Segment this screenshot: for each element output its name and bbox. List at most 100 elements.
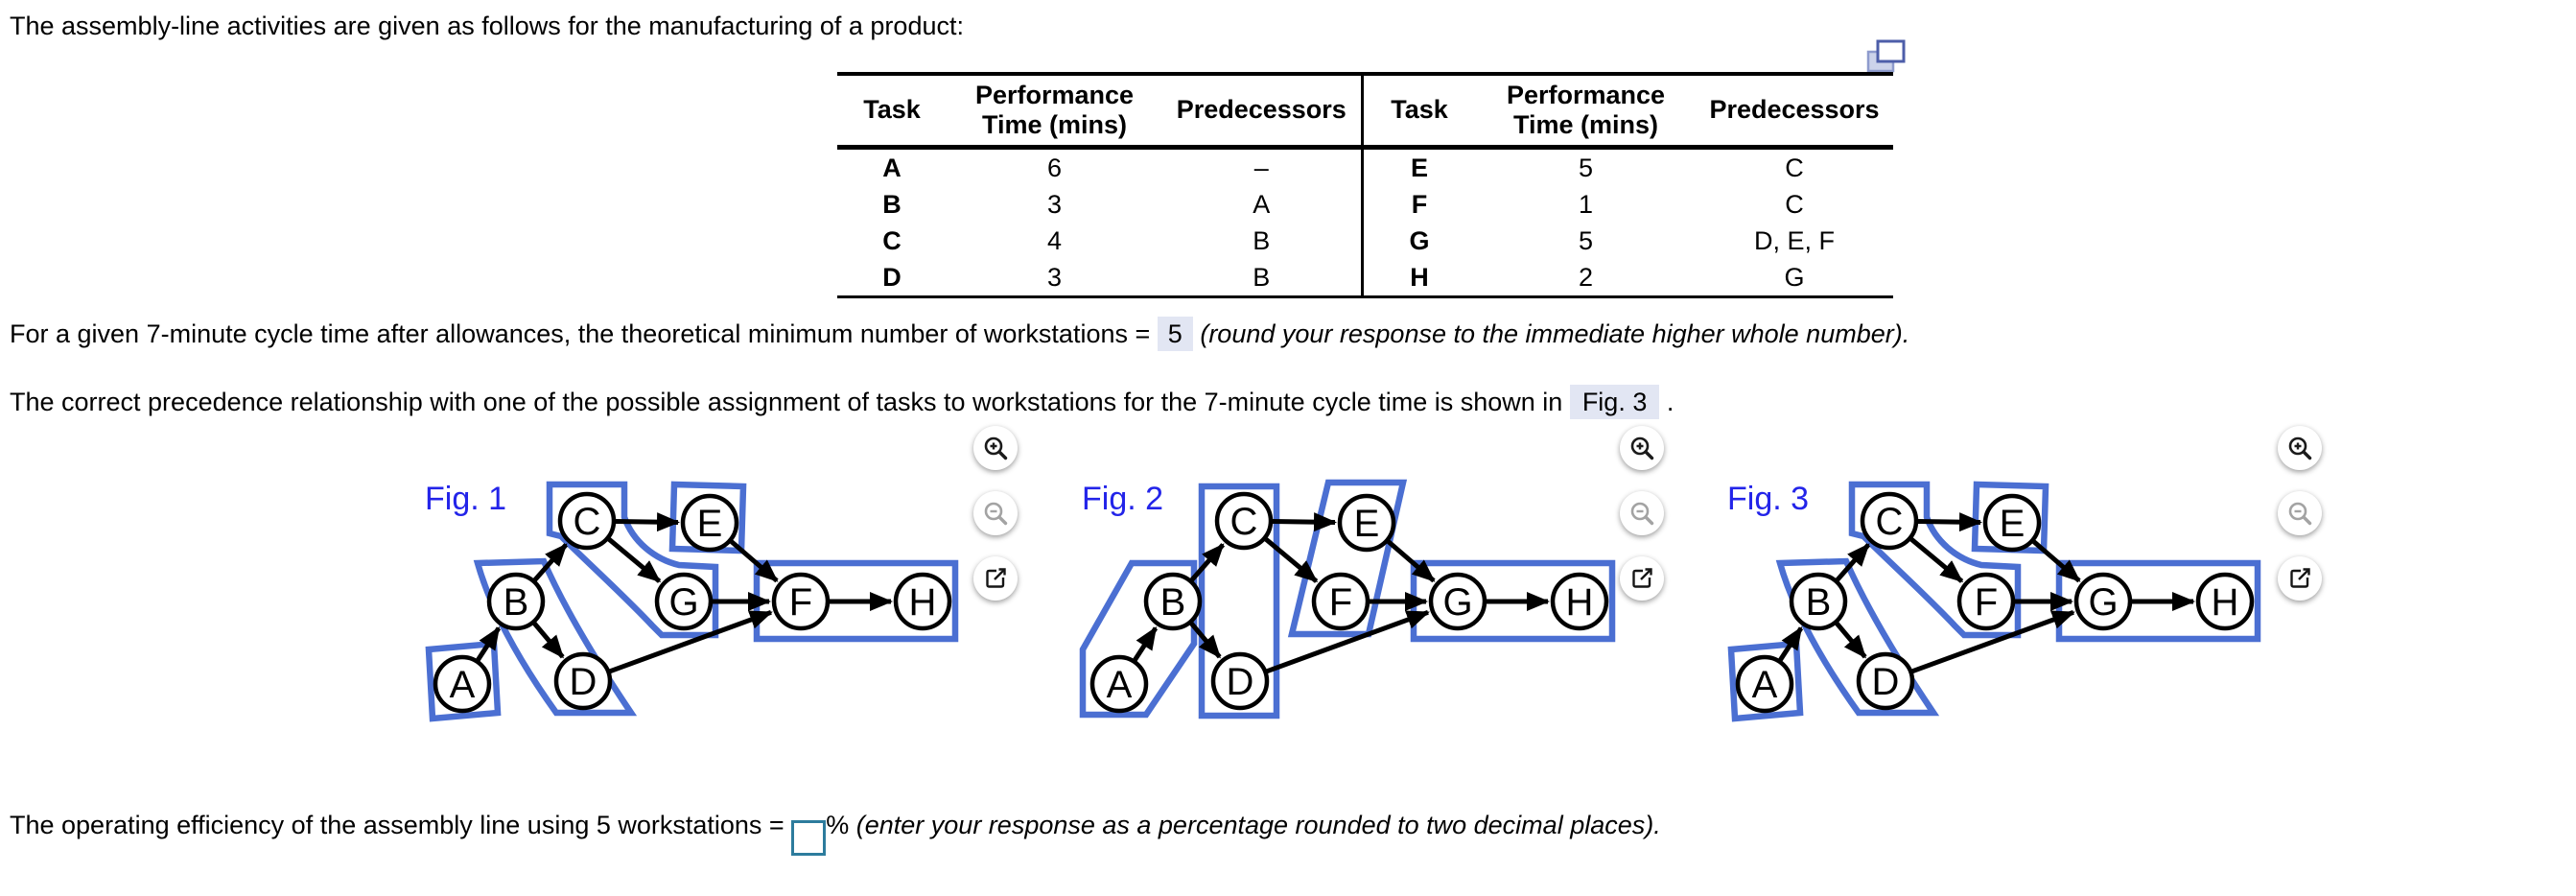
task-node-label: C bbox=[1876, 501, 1904, 543]
task-node bbox=[893, 572, 952, 631]
precedence-arrow bbox=[1778, 626, 1804, 662]
zoom-in-icon bbox=[1630, 436, 1654, 460]
min-workstations-note: (round your response to the immediate hi… bbox=[1200, 319, 1910, 348]
task-node-label: B bbox=[503, 581, 529, 624]
task-node-label: G bbox=[2088, 581, 2118, 624]
efficiency-input[interactable] bbox=[791, 820, 827, 856]
workstation-box bbox=[425, 640, 502, 722]
col-header-performance-time: Performance Time (mins) bbox=[1475, 76, 1697, 150]
intro-text: The assembly-line activities are given a… bbox=[10, 12, 964, 40]
task-node bbox=[1860, 491, 1919, 551]
task-node bbox=[680, 493, 739, 553]
task-node bbox=[654, 572, 714, 631]
task-node bbox=[1214, 491, 1274, 551]
task-node bbox=[1956, 572, 2016, 631]
time-cell: 6 bbox=[1046, 153, 1063, 182]
figure-choice-answer[interactable]: Fig. 3 bbox=[1569, 385, 1660, 419]
task-node bbox=[1789, 572, 1848, 631]
task-node-label: A bbox=[450, 664, 476, 706]
task-node-label: B bbox=[1806, 581, 1832, 624]
task-node bbox=[1210, 651, 1270, 711]
zoom-in-button[interactable] bbox=[973, 426, 1018, 470]
table-row: B 3 A bbox=[837, 186, 1362, 223]
figure-3-label: Fig. 3 bbox=[1727, 481, 1810, 517]
zoom-in-button[interactable] bbox=[1620, 426, 1664, 470]
task-node-label: H bbox=[909, 581, 937, 624]
task-node bbox=[1311, 572, 1370, 631]
external-link-icon bbox=[2290, 568, 2310, 588]
zoom-in-icon bbox=[2288, 436, 2312, 460]
precedence-arrow bbox=[532, 622, 565, 659]
time-cell: 4 bbox=[1046, 225, 1063, 255]
precedence-arrow bbox=[607, 537, 662, 583]
time-cell: 3 bbox=[1046, 262, 1063, 292]
task-node-label: H bbox=[1566, 581, 1594, 624]
figure-choice-period: . bbox=[1666, 388, 1674, 416]
zoom-out-icon bbox=[984, 502, 1008, 526]
task-node bbox=[2073, 572, 2133, 631]
task-node-label: G bbox=[1442, 581, 1472, 624]
time-cell: 3 bbox=[1046, 189, 1063, 219]
predecessors-cell: A bbox=[1253, 189, 1271, 219]
min-workstations-answer[interactable]: 5 bbox=[1157, 317, 1193, 351]
precedence-arrow bbox=[1266, 609, 1430, 674]
task-node bbox=[1856, 651, 1915, 711]
time-cell: 1 bbox=[1578, 189, 1594, 219]
open-new-window-button[interactable] bbox=[1620, 556, 1664, 601]
workstation-box bbox=[546, 481, 719, 639]
task-node bbox=[553, 651, 613, 711]
task-node bbox=[1143, 572, 1203, 631]
figure-1-label: Fig. 1 bbox=[425, 481, 507, 517]
external-link-icon bbox=[986, 568, 1006, 588]
task-node-label: B bbox=[1160, 581, 1186, 624]
task-table-left: Task Performance Time (mins) Predecessor… bbox=[837, 76, 1364, 295]
task-node-label: D bbox=[1872, 661, 1900, 703]
task-node-label: E bbox=[697, 503, 723, 545]
zoom-out-button[interactable] bbox=[2278, 491, 2322, 535]
task-node-label: F bbox=[789, 581, 812, 624]
copy-icon[interactable] bbox=[1864, 38, 1909, 80]
workstation-box bbox=[1079, 559, 1198, 719]
col-header-predecessors: Predecessors bbox=[1162, 76, 1362, 150]
task-cell: H bbox=[1410, 262, 1429, 292]
task-cell: B bbox=[882, 189, 902, 219]
precedence-arrow bbox=[1911, 609, 2075, 674]
predecessors-cell: – bbox=[1253, 153, 1269, 182]
task-node-label: G bbox=[668, 581, 698, 624]
precedence-arrow bbox=[1264, 537, 1319, 583]
zoom-out-icon bbox=[1630, 502, 1654, 526]
task-node-label: A bbox=[1107, 664, 1133, 706]
task-node-label: D bbox=[570, 661, 597, 703]
col-header-predecessors: Predecessors bbox=[1696, 76, 1893, 150]
efficiency-line: The operating efficiency of the assembly… bbox=[10, 811, 1661, 856]
precedence-arrow bbox=[1835, 543, 1871, 582]
figure-2-tools bbox=[1620, 426, 1664, 622]
open-new-window-button[interactable] bbox=[2278, 556, 2322, 601]
zoom-out-button[interactable] bbox=[1620, 491, 1664, 535]
precedence-arrow bbox=[2032, 539, 2081, 583]
precedence-arrow bbox=[1189, 622, 1222, 659]
task-node-label: C bbox=[574, 501, 601, 543]
efficiency-text: The operating efficiency of the assembly… bbox=[10, 811, 785, 839]
external-link-icon bbox=[1632, 568, 1652, 588]
precedence-arrow bbox=[730, 539, 779, 583]
precedence-arrow bbox=[532, 543, 569, 582]
predecessors-cell: B bbox=[1253, 225, 1271, 255]
precedence-arrow bbox=[1917, 512, 1982, 532]
task-cell: F bbox=[1411, 189, 1428, 219]
task-node-label: F bbox=[1329, 581, 1352, 624]
task-node bbox=[771, 572, 831, 631]
task-node bbox=[1089, 654, 1149, 714]
zoom-out-button[interactable] bbox=[973, 491, 1018, 535]
zoom-in-button[interactable] bbox=[2278, 426, 2322, 470]
task-node-label: A bbox=[1752, 664, 1778, 706]
open-new-window-button[interactable] bbox=[973, 556, 1018, 601]
precedence-arrow bbox=[1133, 626, 1159, 662]
task-node bbox=[2195, 572, 2255, 631]
